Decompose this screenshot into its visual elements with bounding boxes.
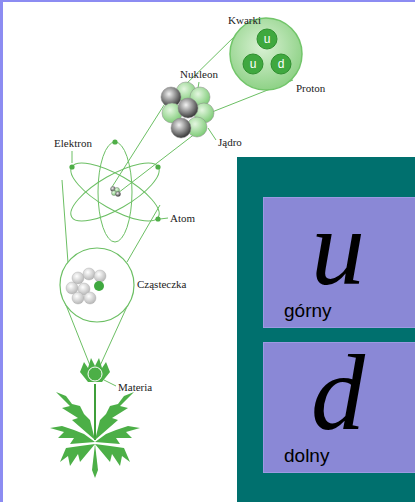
quark-disc (271, 54, 291, 74)
part-label: Elektron (54, 137, 92, 150)
molecule-circle (60, 248, 134, 322)
molecule-atoms (66, 268, 106, 304)
quark-name: górny (284, 300, 332, 322)
frame-strip (0, 0, 3, 502)
quark-circle: u (242, 53, 264, 75)
part-label: Nukleon (180, 68, 218, 81)
part-label: Jądro (218, 136, 242, 149)
quark-symbol: u (264, 33, 271, 45)
quark-circle: u (256, 28, 278, 50)
flavor-box: ddolny (263, 342, 415, 473)
dandelion-plant (50, 358, 140, 478)
part-label: Kwarki (228, 14, 261, 27)
quark-disc (257, 29, 277, 49)
quark-symbol: u (311, 198, 365, 298)
part-label: Atom (170, 212, 195, 225)
quark-circle (230, 18, 302, 90)
quark-disc (243, 54, 263, 74)
atom-nucleus (111, 187, 121, 197)
quark-symbol: d (311, 343, 365, 443)
atom-orbits (63, 142, 167, 242)
part-label: Materia (118, 381, 152, 394)
electron-dots (69, 139, 160, 221)
part-label: Proton (296, 82, 325, 95)
quark-symbol: d (278, 58, 285, 70)
quark-symbol: u (250, 58, 257, 70)
teal-panel (237, 157, 415, 502)
molecule-dot (94, 281, 104, 291)
quark-name: dolny (284, 445, 329, 467)
frame-strip (0, 0, 415, 2)
nucleus-cluster (161, 82, 214, 138)
part-label: Cząsteczka (137, 278, 186, 291)
flavor-box: ugórny (263, 197, 415, 328)
quark-circle: d (270, 53, 292, 75)
